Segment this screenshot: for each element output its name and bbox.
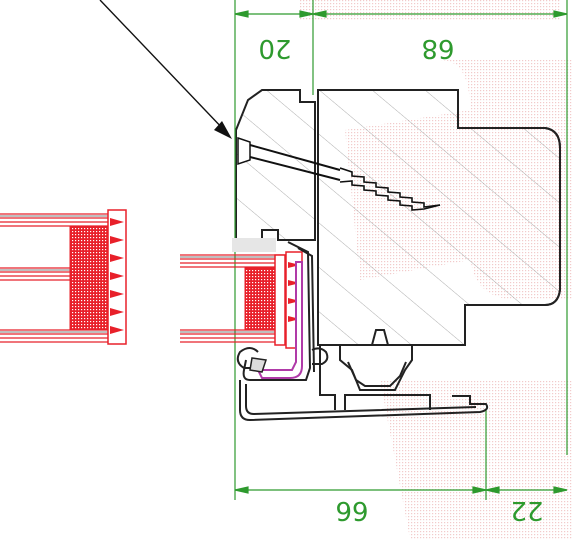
timber-sash (235, 89, 316, 241)
glazing-unit-left (0, 209, 127, 345)
dimension-top-right: 68 (421, 33, 454, 63)
dimension-bottom-left: 66 (335, 495, 368, 525)
dimension-bottom-right: 22 (510, 495, 543, 525)
dimension-top-left: 20 (258, 33, 291, 63)
aluminium-cladding (239, 241, 489, 422)
dimension-lines (234, 0, 568, 500)
arrow-icon (99, 0, 232, 139)
glazing-unit-right (180, 238, 303, 349)
glazing-seal (236, 261, 329, 379)
timber-frame (317, 89, 561, 346)
screw-icon (237, 136, 441, 211)
